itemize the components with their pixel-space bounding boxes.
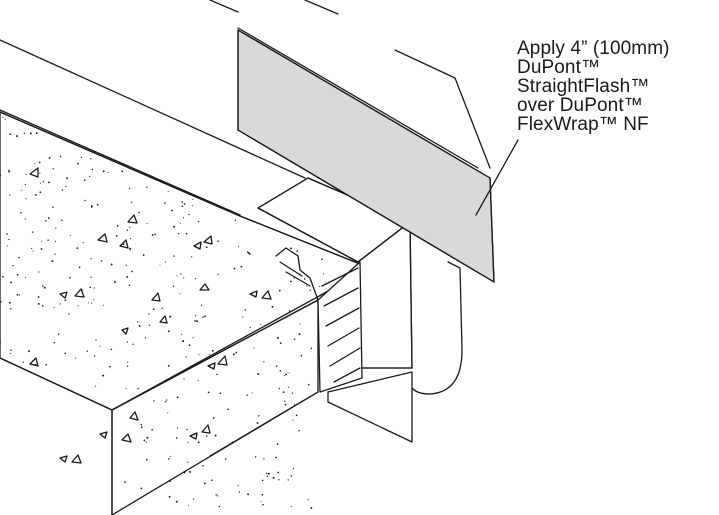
concrete-sill bbox=[0, 111, 371, 515]
flashing-callout: Apply 4” (100mm) DuPont™ StraightFlash™ … bbox=[517, 39, 717, 134]
aggregate-marks bbox=[29, 167, 272, 464]
rough-opening-frame bbox=[257, 177, 463, 443]
callout-line-2: DuPont™ bbox=[517, 57, 601, 78]
callout-leader bbox=[475, 139, 519, 216]
callout-line-3: StraightFlash™ bbox=[517, 76, 650, 97]
callout-line-1: Apply 4” (100mm) bbox=[517, 38, 670, 59]
callout-line-5: FlexWrap™ NF bbox=[517, 114, 649, 135]
framing-lines bbox=[0, 0, 491, 216]
callout-line-4: over DuPont™ bbox=[517, 95, 643, 116]
concrete-texture bbox=[0, 116, 354, 509]
straightflash-membrane bbox=[237, 27, 495, 283]
cut-section bbox=[275, 247, 363, 393]
